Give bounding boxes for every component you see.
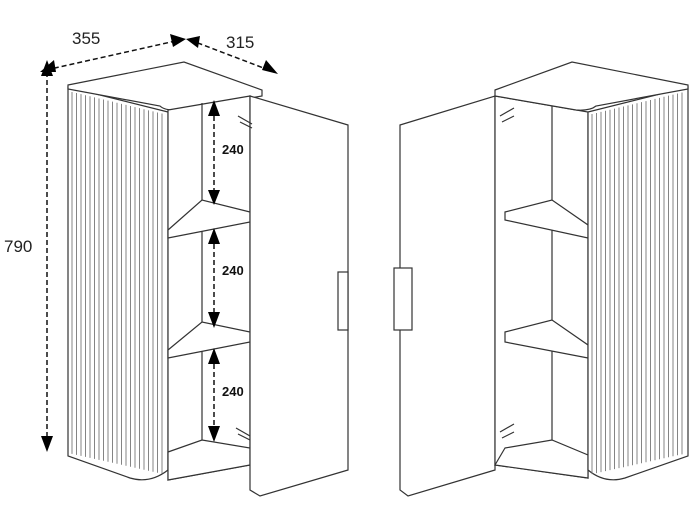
shelf-gap-label-2: 240 [222, 263, 244, 278]
arrow-icon [208, 228, 220, 244]
dimension-lines [40, 34, 278, 452]
right-cabinet [393, 61, 689, 497]
right-door [399, 95, 496, 497]
right-interior [494, 95, 589, 479]
arrow-icon [41, 436, 53, 452]
arrow-icon [186, 36, 200, 48]
hinge-icon [235, 115, 253, 441]
arrow-icon [208, 426, 220, 442]
arrow-icon [208, 312, 220, 328]
arrow-icon [170, 34, 186, 47]
arrow-icon [208, 348, 220, 364]
width-label: 355 [72, 29, 100, 48]
left-cabinet [67, 61, 349, 497]
depth-label: 315 [226, 33, 254, 52]
left-door [249, 95, 349, 497]
left-flutes [71, 91, 163, 474]
left-door-handle [337, 271, 349, 331]
width-dimension-line [45, 39, 181, 71]
right-door-handle [393, 267, 413, 331]
right-side-panel [587, 86, 689, 481]
depth-dimension-line [189, 39, 275, 73]
arrow-icon [208, 190, 220, 205]
arrow-icon [41, 60, 53, 76]
shelf-gap-label-1: 240 [222, 142, 244, 157]
right-flutes [591, 92, 683, 475]
height-label: 790 [4, 237, 32, 256]
shelf-gap-label-3: 240 [222, 384, 244, 399]
right-top [494, 61, 689, 111]
arrow-icon [262, 60, 278, 74]
arrow-icon [208, 100, 220, 116]
hinge-icon [499, 107, 515, 439]
